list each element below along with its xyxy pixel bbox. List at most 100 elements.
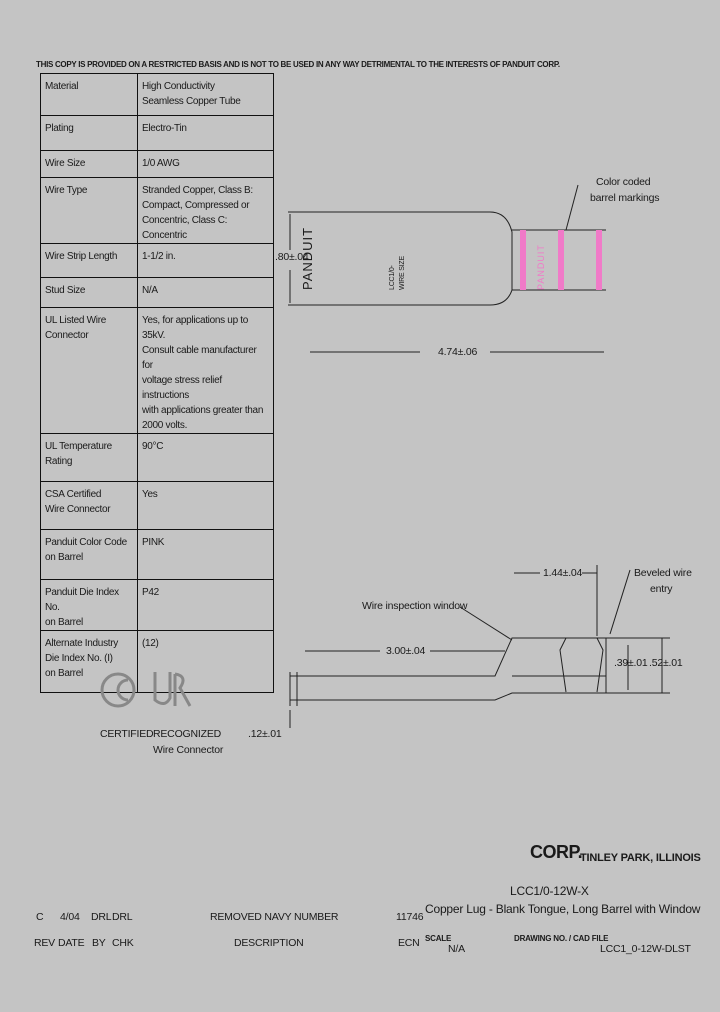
spec-label-line: on Barrel bbox=[45, 552, 83, 563]
spec-value-line: P42 bbox=[142, 587, 159, 598]
description-value: REMOVED NAVY NUMBER bbox=[210, 911, 339, 923]
chk-header: CHK bbox=[112, 937, 134, 949]
spec-label-line: Rating bbox=[45, 456, 73, 467]
dim-1-44: 1.44±.04 bbox=[543, 567, 583, 579]
date-header: DATE bbox=[58, 937, 85, 949]
barrel-brand: PANDUIT bbox=[536, 244, 546, 290]
barrel-text-2: WIRE SIZE bbox=[399, 256, 406, 290]
chk-value: DRL bbox=[112, 911, 133, 923]
spec-value-line: 1/0 AWG bbox=[142, 158, 180, 169]
spec-label: Panduit Die Index No. on Barrel bbox=[40, 579, 138, 631]
ecn-header: ECN bbox=[398, 937, 420, 949]
ul-recognized-label: RECOGNIZED bbox=[153, 728, 222, 740]
spec-value-line: 1-1/2 in. bbox=[142, 251, 176, 262]
csa-logo bbox=[100, 672, 136, 708]
ecn-value: 11746 bbox=[396, 911, 424, 923]
dim-height: .80±.04 bbox=[275, 251, 309, 263]
spec-label-line: UL Listed Wire bbox=[45, 315, 107, 326]
spec-value-line: Electro-Tin bbox=[142, 123, 187, 134]
spec-row: Plating Electro-Tin bbox=[40, 115, 274, 151]
spec-value-line: Consult cable manufacturer for bbox=[142, 345, 257, 371]
spec-label-line: UL Temperature bbox=[45, 441, 112, 452]
spec-label: Panduit Color Code on Barrel bbox=[40, 529, 138, 580]
ul-wire-connector-label: Wire Connector bbox=[153, 744, 224, 756]
dim-0-12: .12±.01 bbox=[248, 728, 282, 740]
spec-row: Wire Type Stranded Copper, Class B: Compac… bbox=[40, 177, 274, 244]
spec-label-line: Alternate Industry bbox=[45, 638, 118, 649]
spec-label-line: Wire Type bbox=[45, 185, 88, 196]
spec-label-line: Material bbox=[45, 81, 79, 92]
barrel-color-band bbox=[520, 230, 526, 290]
spec-label-line: Plating bbox=[45, 123, 74, 134]
spec-value-line: 2000 volts. bbox=[142, 420, 188, 431]
window-callout-leader bbox=[459, 606, 513, 641]
date-value: 4/04 bbox=[60, 911, 80, 923]
spec-label: Wire Type bbox=[40, 177, 138, 244]
spec-label: Wire Strip Length bbox=[40, 243, 138, 278]
barrel-color-band bbox=[558, 230, 564, 290]
drawing-no-value: LCC1_0-12W-DLST bbox=[600, 943, 691, 955]
barrel-color-band bbox=[596, 230, 602, 290]
spec-label-line: on Barrel bbox=[45, 617, 83, 628]
lug-outline-top bbox=[314, 211, 513, 306]
scale-header: SCALE bbox=[425, 934, 452, 943]
spec-value: Yes, for applications up to 35kV. Consult… bbox=[137, 307, 274, 434]
spec-row: Wire Size 1/0 AWG bbox=[40, 150, 274, 178]
spec-value-line: Compact, Compressed or bbox=[142, 200, 250, 211]
dim-3-00: 3.00±.04 bbox=[386, 645, 426, 657]
spec-label-line: Panduit Die Index No. bbox=[45, 587, 119, 613]
spec-value-line: (12) bbox=[142, 638, 159, 649]
window-left bbox=[559, 637, 567, 693]
company-location: TINLEY PARK, ILLINOIS bbox=[580, 852, 701, 864]
spec-value-line: Yes, for applications up to 35kV. bbox=[142, 315, 249, 341]
company-name: CORP. bbox=[530, 842, 583, 862]
restricted-notice: THIS COPY IS PROVIDED ON A RESTRICTED BA… bbox=[36, 60, 560, 69]
spec-value: P42 bbox=[137, 579, 274, 631]
part-number: LCC1/0-12W-X bbox=[510, 884, 589, 898]
spec-value: Yes bbox=[137, 481, 274, 530]
spec-value-line: Concentric, Class C: Concentric bbox=[142, 215, 228, 241]
dim-length: 4.74±.06 bbox=[438, 346, 478, 358]
spec-row: Panduit Die Index No. on Barrel P42 bbox=[40, 579, 274, 631]
spec-value-line: voltage stress relief instructions bbox=[142, 375, 222, 401]
spec-label-line: CSA Certified bbox=[45, 489, 102, 500]
spec-label-line: Die Index No. (I) bbox=[45, 653, 113, 664]
spec-label-line: Stud Size bbox=[45, 285, 86, 296]
spec-value-line: Seamless Copper Tube bbox=[142, 96, 241, 107]
spec-value-line: High Conductivity bbox=[142, 81, 215, 92]
spec-label-line: Wire Size bbox=[45, 158, 86, 169]
rev-value: C bbox=[36, 911, 44, 923]
spec-value-line: with applications greater than bbox=[142, 405, 264, 416]
spec-value-line: PINK bbox=[142, 537, 165, 548]
barrel-color-bands bbox=[520, 230, 602, 290]
spec-label-line: Panduit Color Code bbox=[45, 537, 127, 548]
csa-certified-label: CERTIFIED bbox=[100, 728, 154, 740]
spec-value-line: Stranded Copper, Class B: bbox=[142, 185, 253, 196]
dim-0-52: .52±.01 bbox=[649, 657, 683, 669]
spec-value: 1-1/2 in. bbox=[137, 243, 274, 278]
beveled-label-2: entry bbox=[650, 583, 673, 595]
color-coded-label-1: Color coded bbox=[596, 176, 651, 188]
description-header: DESCRIPTION bbox=[234, 937, 304, 949]
spec-value-line: 90°C bbox=[142, 441, 164, 452]
ul-recognized-logo bbox=[153, 672, 192, 707]
spec-label-line: Wire Strip Length bbox=[45, 251, 118, 262]
window-right bbox=[596, 637, 604, 693]
spec-label: Plating bbox=[40, 115, 138, 151]
by-value: DRL bbox=[91, 911, 112, 923]
spec-value: 1/0 AWG bbox=[137, 150, 274, 178]
spec-value: Stranded Copper, Class B: Compact, Compre… bbox=[137, 177, 274, 244]
scale-value: N/A bbox=[448, 943, 465, 955]
beveled-label-1: Beveled wire bbox=[634, 567, 692, 579]
brand-panduit: PANDUIT bbox=[300, 226, 315, 290]
